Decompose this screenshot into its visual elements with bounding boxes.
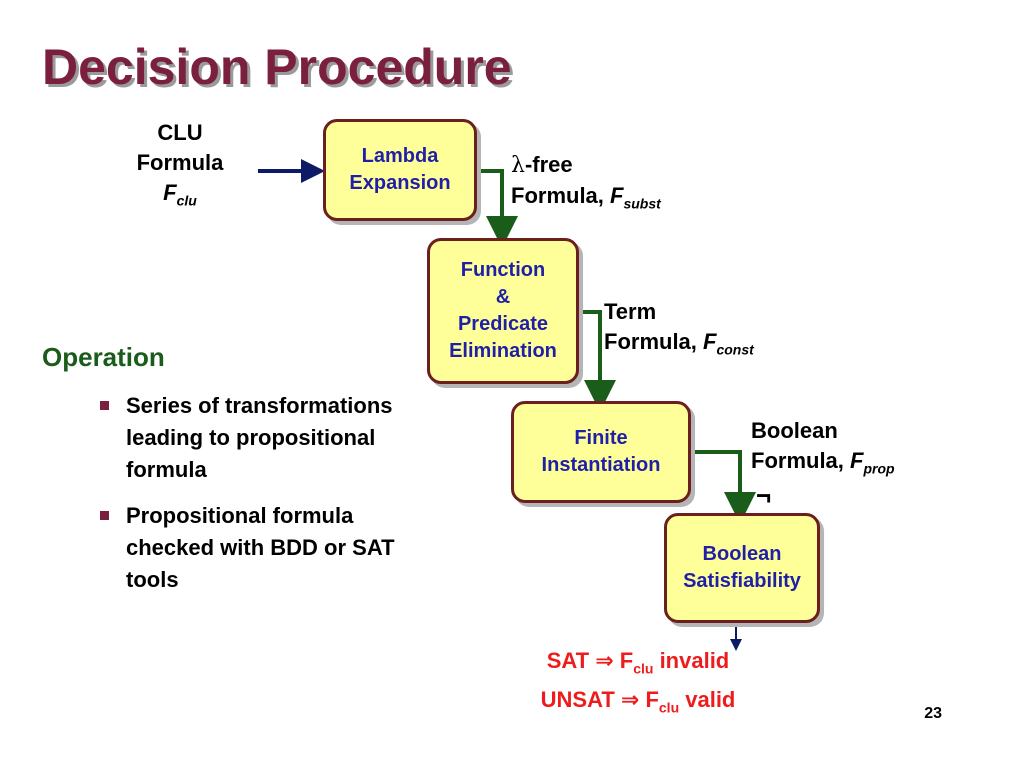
box-label: Expansion bbox=[349, 172, 451, 194]
box-label: Boolean bbox=[702, 543, 782, 565]
boolean-satisfiability-box: Boolean Satisfiability bbox=[664, 513, 820, 623]
box-label: Instantiation bbox=[541, 454, 661, 476]
lambda-expansion-box: Lambda Expansion bbox=[323, 119, 477, 221]
box-label: Finite bbox=[574, 427, 628, 449]
negation-symbol: ¬ bbox=[756, 480, 772, 510]
box-label: Function bbox=[460, 259, 546, 281]
unsat-result: UNSAT ⇒ Fclu valid bbox=[540, 687, 736, 716]
arrow-function-to-finite bbox=[578, 310, 616, 412]
input-line1: CLU bbox=[157, 120, 203, 145]
sat-result: SAT ⇒ Fclu invalid bbox=[546, 648, 730, 677]
input-formula: Fclu bbox=[163, 180, 197, 209]
bullet-square-icon bbox=[100, 401, 109, 410]
list-item: Propositional formula checked with BDD o… bbox=[100, 500, 430, 596]
input-label: CLU Formula Fclu bbox=[118, 118, 242, 215]
result-text: SAT ⇒ Fclu invalid UNSAT ⇒ Fclu valid bbox=[500, 645, 776, 724]
box-label: Elimination bbox=[449, 340, 557, 362]
box-label: Satisfiability bbox=[683, 570, 801, 592]
box-label: Predicate bbox=[457, 313, 549, 335]
box-label: Lambda bbox=[361, 145, 439, 167]
list-item: Series of transformations leading to pro… bbox=[100, 390, 430, 486]
lambda-free-label: λ-free Formula, Fsubst bbox=[511, 152, 661, 212]
page-number: 23 bbox=[924, 705, 942, 722]
page-title: Decision Procedure bbox=[42, 39, 512, 95]
operation-bullet-list: Series of transformations leading to pro… bbox=[100, 390, 430, 610]
term-formula-label: Term Formula, Fconst bbox=[604, 299, 754, 358]
function-predicate-elimination-box: Function & Predicate Elimination bbox=[427, 238, 579, 384]
operation-heading: Operation bbox=[42, 342, 165, 372]
bullet-square-icon bbox=[100, 511, 109, 520]
boolean-formula-label: Boolean Formula, Fprop bbox=[751, 418, 895, 477]
box-label: & bbox=[495, 286, 511, 308]
finite-instantiation-box: Finite Instantiation bbox=[511, 401, 691, 503]
arrow-lambda-to-function bbox=[476, 169, 518, 248]
arrow-finite-to-boolsat bbox=[690, 450, 756, 524]
input-line2: Formula bbox=[136, 150, 224, 175]
